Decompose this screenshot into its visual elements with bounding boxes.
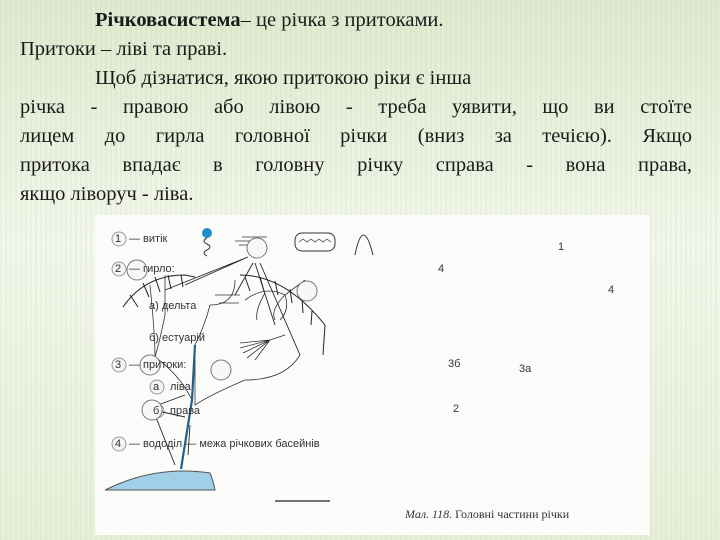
watershed-lines [122, 274, 326, 356]
label-3b: 3б [448, 358, 461, 370]
river-diagram [104, 228, 374, 502]
legend-num-1: 1 [115, 233, 122, 245]
river-parts-figure: 1 — витік 2 — гирло: а) дельта б) естуар… [95, 215, 650, 535]
legend-num-b: б [153, 405, 160, 417]
diagram-labels: 1 4 4 3б 3а 2 [400, 215, 650, 535]
legend-delta: а) дельта [149, 300, 197, 312]
pointer-arrows [154, 256, 301, 466]
text-line-3: Щоб дізнатися, якою притокою ріки є інша [95, 67, 472, 89]
legend-mouth: — гирло: [129, 263, 175, 275]
text-line-7: якщо ліворуч - ліва. [20, 183, 194, 205]
legend-num-4: 4 [115, 438, 122, 450]
label-2: 2 [453, 403, 460, 415]
figure-caption: Мал. 118. Головні частини річки [405, 507, 570, 521]
text-line-1: Річковасистема– це річка з притоками. [95, 9, 444, 31]
legend-divide: — вододіл — межа річкових басейнів [129, 438, 320, 450]
text-line-5: лицем до гирла головної річки (вниз за т… [20, 125, 692, 147]
slide-text: Річковасистема– це річка з притоками. Пр… [20, 6, 700, 209]
legend-right: права [170, 405, 201, 417]
legend-num-2: 2 [115, 263, 122, 275]
text-line-4: річка - правою або лівою - треба уявити,… [20, 96, 692, 118]
source-icons [202, 228, 374, 257]
text-line-6: притока впадає в головну річку справа - … [20, 154, 692, 176]
delta-estuary-icons [215, 279, 306, 361]
label-1: 1 [558, 241, 565, 253]
legend-num-3: 3 [115, 359, 122, 371]
legend-num-a: а [153, 381, 160, 393]
legend-estuary: б) естуарій [149, 332, 205, 344]
label-4-left: 4 [438, 263, 445, 275]
text-line-2: Притоки – ліві та праві. [20, 38, 228, 60]
legend-tributaries: — притоки: [129, 359, 187, 371]
legend-left: ліва [170, 381, 191, 393]
legend-source: — витік [129, 233, 168, 245]
label-3a: 3а [519, 363, 532, 375]
term-bold: Річковасистема [95, 9, 241, 31]
label-4-right: 4 [608, 284, 615, 296]
